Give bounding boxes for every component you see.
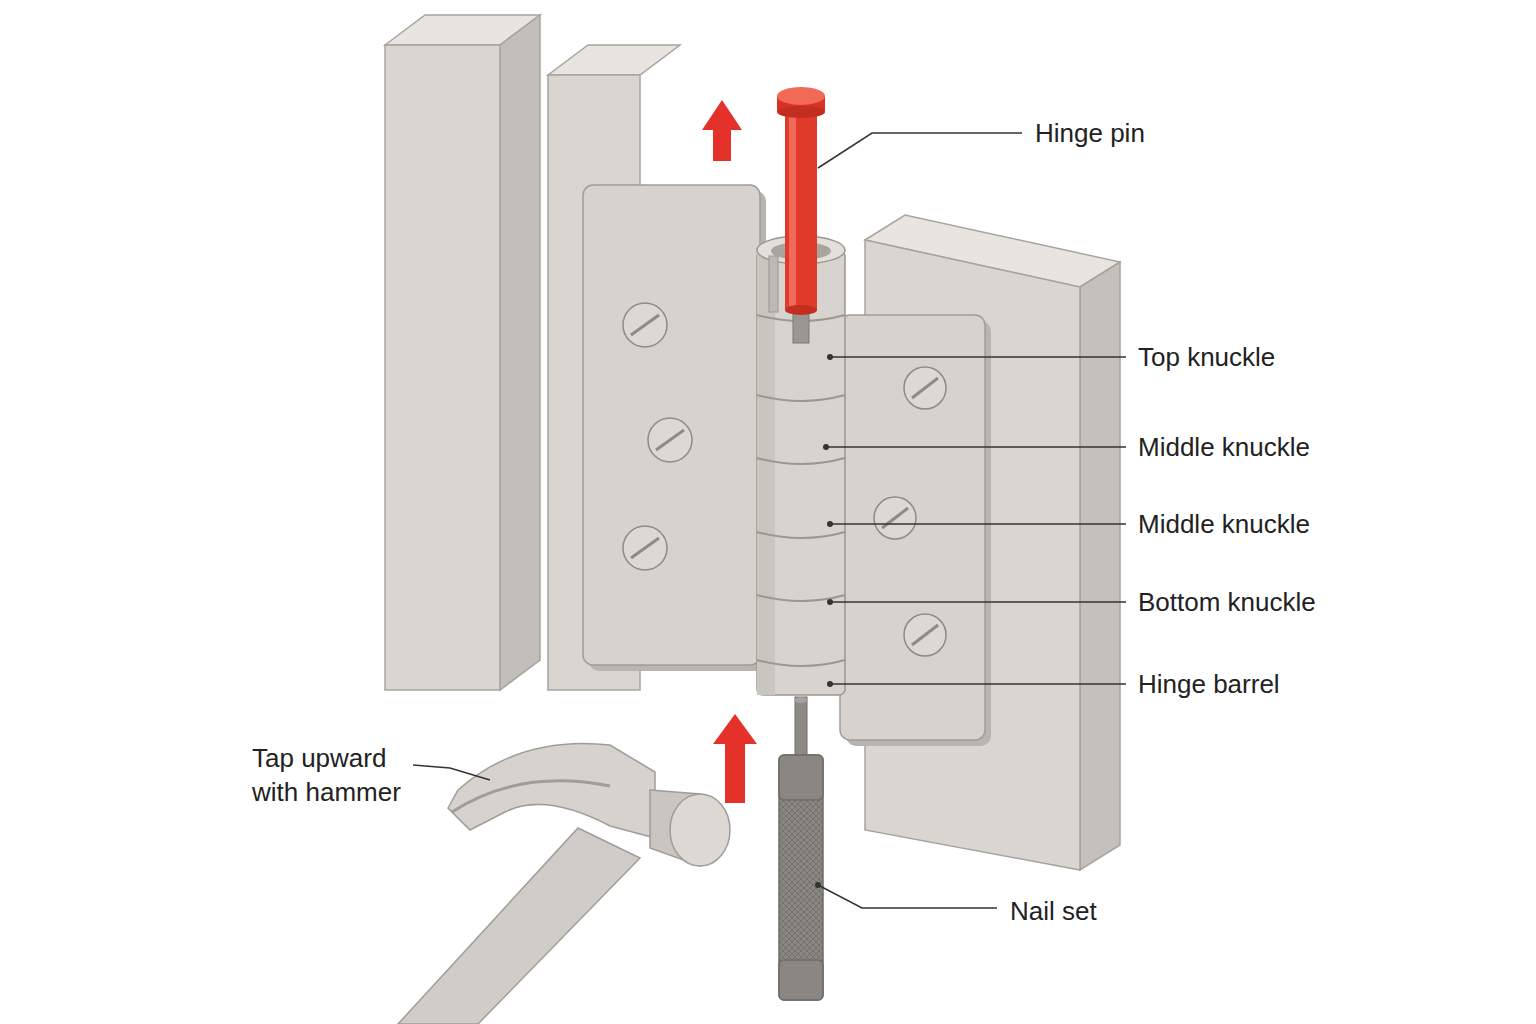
- pin-cap-top: [777, 87, 825, 105]
- screw-slot: [912, 378, 938, 398]
- part-label: Nail set: [1010, 894, 1250, 928]
- pin-end: [785, 305, 817, 315]
- left-block-top: [548, 45, 680, 75]
- part-label: Bottom knuckle: [1138, 585, 1438, 619]
- screw-head: [623, 526, 667, 570]
- screw-slot: [882, 508, 908, 528]
- leader-line: [830, 356, 1126, 358]
- leader-line: [830, 523, 1126, 525]
- hammer-face: [670, 794, 730, 866]
- hammer-handle: [398, 828, 640, 1024]
- leader-dot: [827, 521, 833, 527]
- leader-line: [818, 885, 997, 908]
- nail-set-collar: [779, 960, 823, 1000]
- hammer-claw: [448, 743, 655, 838]
- part-label: Middle knuckle: [1138, 430, 1438, 464]
- motion-arrow: [713, 129, 731, 161]
- motion-arrow: [713, 714, 757, 744]
- screw-slot: [912, 625, 938, 645]
- leader-line: [413, 765, 490, 780]
- hinge-barrel: [757, 250, 845, 695]
- leader-line: [826, 446, 1126, 448]
- knuckle-joint: [757, 315, 845, 666]
- left-block-side: [500, 15, 540, 690]
- nail-set-tip: [795, 697, 807, 762]
- hinge-leaf: [583, 185, 760, 665]
- left-block-front: [385, 45, 500, 690]
- pin-cap-under: [777, 106, 825, 118]
- nail-set-collar: [779, 755, 823, 800]
- part-label: Tap upward with hammer: [252, 741, 428, 809]
- leader-dot: [827, 354, 833, 360]
- leader-line: [830, 601, 1126, 603]
- leader-line: [830, 683, 1126, 685]
- leader-dot: [823, 444, 829, 450]
- barrel-slot: [769, 256, 778, 312]
- part-label: Hinge barrel: [1138, 667, 1438, 701]
- part-label: Hinge pin: [1035, 116, 1295, 150]
- motion-arrow: [702, 100, 742, 130]
- screw-slot: [631, 315, 659, 335]
- screw-head: [874, 497, 916, 539]
- motion-arrow: [725, 743, 745, 803]
- screw-head: [648, 418, 692, 462]
- screw-slot: [631, 538, 659, 558]
- screw-head: [904, 614, 946, 656]
- leader-dot: [827, 599, 833, 605]
- leader-line: [818, 133, 1022, 168]
- hinge-leaf: [840, 315, 985, 740]
- hinge-pin: [785, 105, 817, 310]
- right-block-side: [1080, 262, 1120, 870]
- leader-dot: [815, 882, 821, 888]
- nail-set-body: [779, 755, 823, 1000]
- pin-highlight: [789, 110, 796, 306]
- leader-dot: [827, 681, 833, 687]
- part-label: Middle knuckle: [1138, 507, 1438, 541]
- screw-head: [623, 303, 667, 347]
- claw-split: [452, 781, 610, 812]
- part-label: Top knuckle: [1138, 340, 1438, 374]
- nail-set-point: [794, 697, 808, 703]
- screw-head: [904, 367, 946, 409]
- screw-slot: [656, 430, 684, 450]
